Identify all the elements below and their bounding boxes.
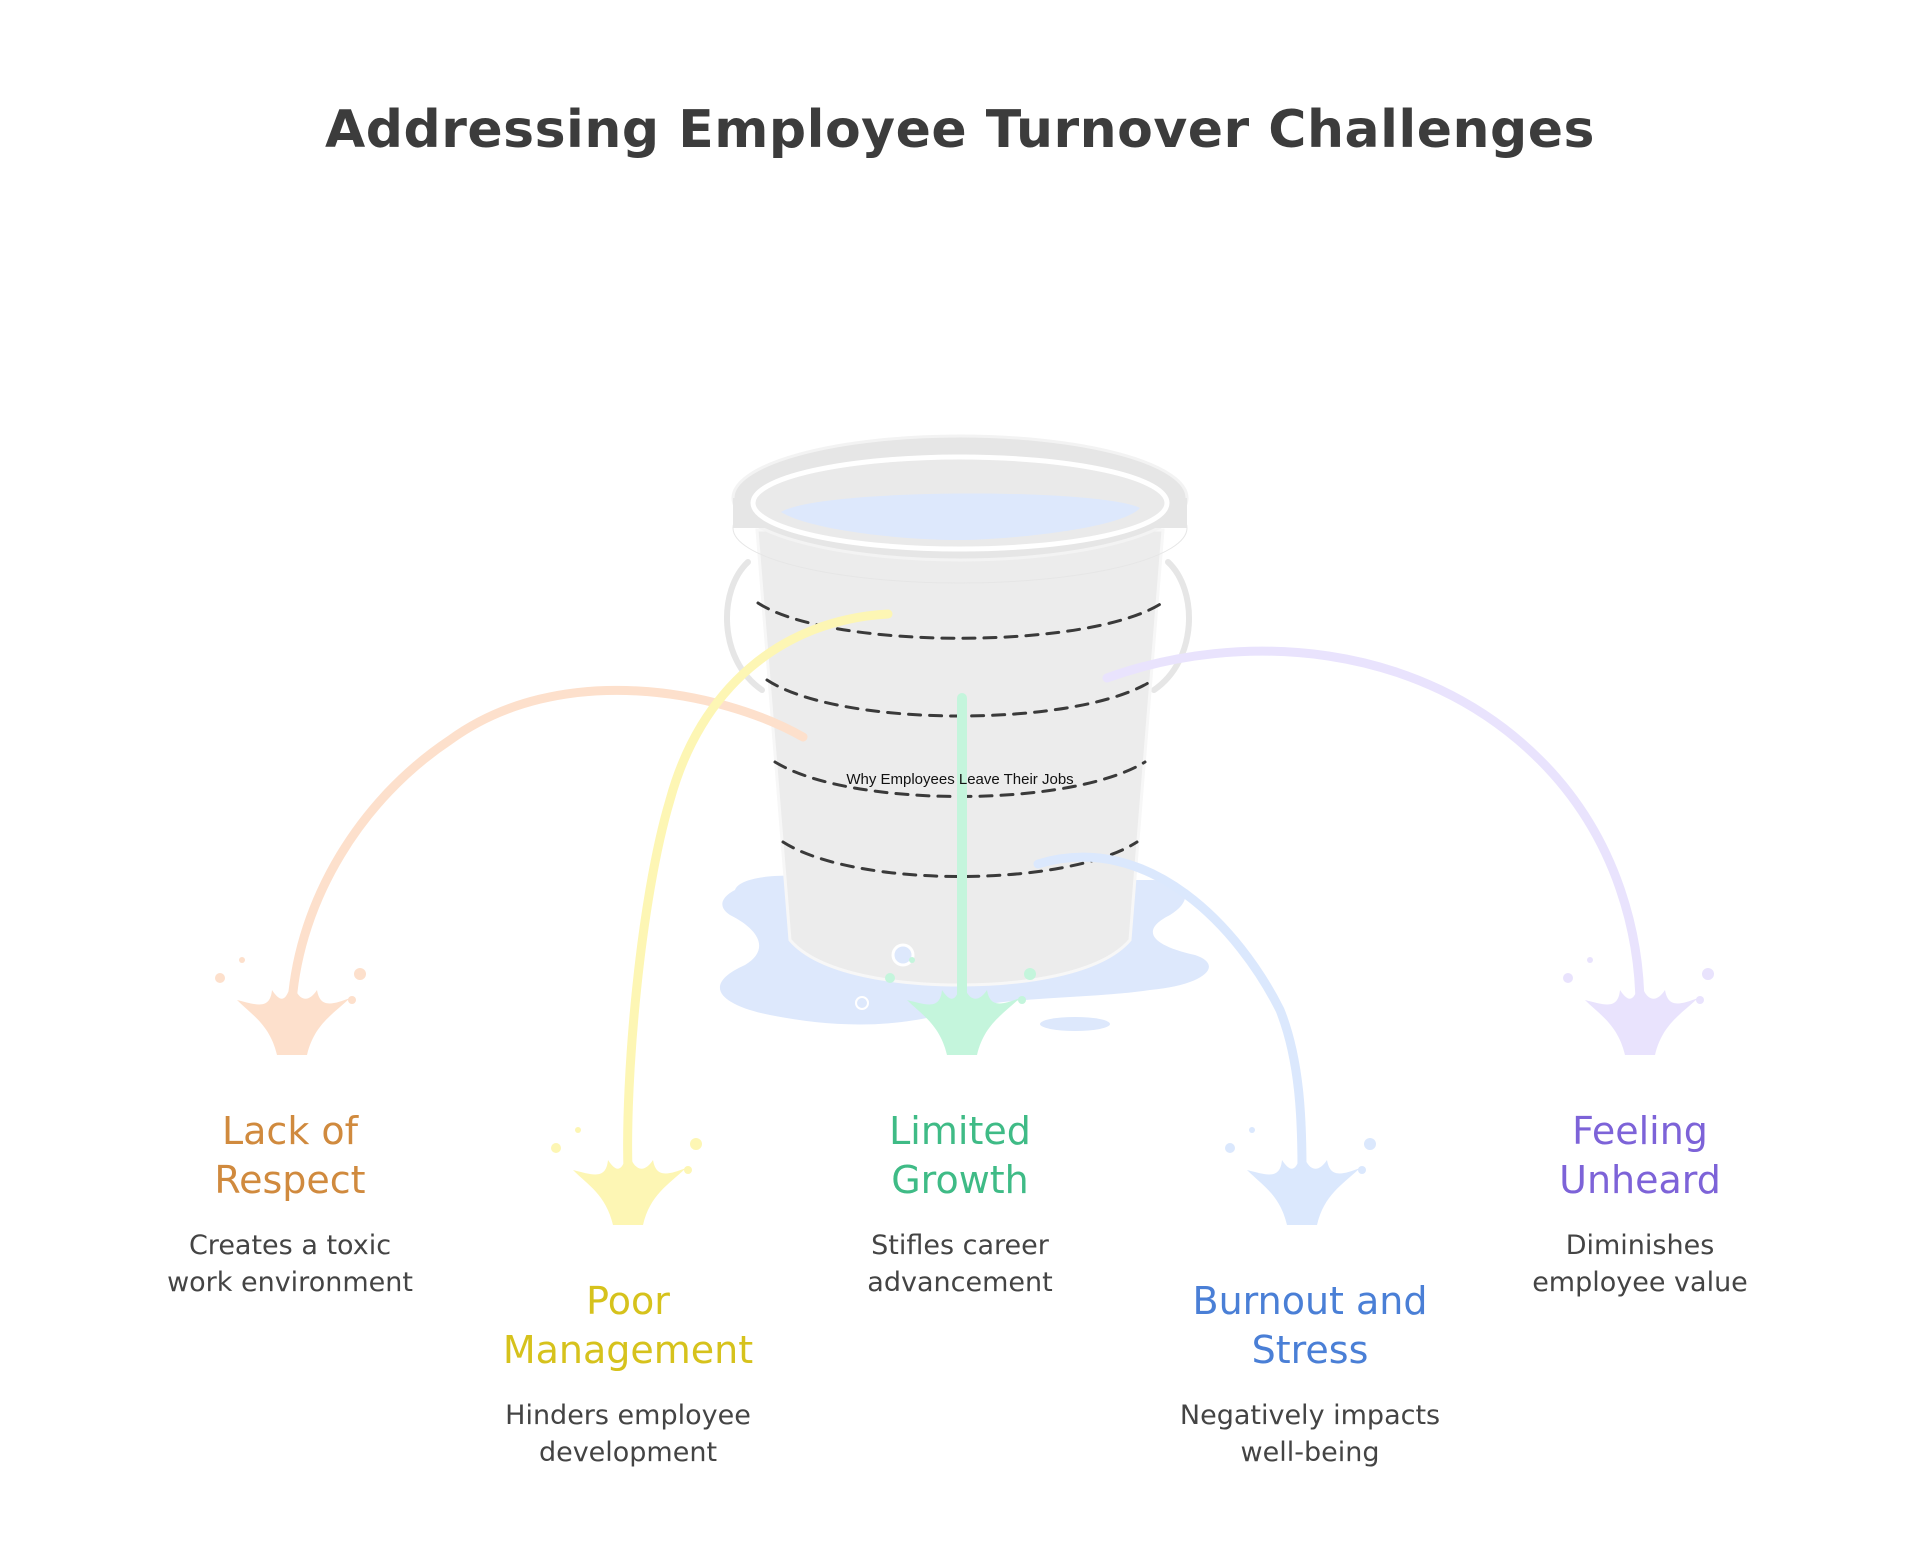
item-description-line: Negatively impacts (1179, 1400, 1441, 1431)
item-title-line: Stress (1251, 1328, 1369, 1372)
item-title: Feeling Unheard (1480, 1107, 1800, 1205)
splash-shape (1585, 980, 1698, 1055)
splash-shape (1247, 1150, 1360, 1225)
item-description-line: Diminishes (1565, 1230, 1715, 1261)
stream-burnout (1033, 852, 1307, 1175)
item-description-line: work environment (167, 1267, 413, 1298)
splash-droplet (690, 1138, 702, 1150)
splash-droplet (1364, 1138, 1376, 1150)
bucket-water (781, 493, 1140, 540)
item-description-line: advancement (867, 1267, 1053, 1298)
item-description: Stifles career advancement (800, 1227, 1120, 1301)
item-limited-growth: Limited Growth Stifles career advancemen… (800, 1107, 1120, 1301)
splash-droplet (348, 996, 356, 1004)
item-description-line: well-being (1240, 1437, 1380, 1468)
splash-droplet (215, 973, 225, 983)
item-description: Hinders employee development (468, 1397, 788, 1471)
bucket-handle (724, 559, 1192, 693)
item-description: Creates a toxic work environment (130, 1227, 450, 1301)
leak-hole (891, 943, 915, 967)
splash-shape (237, 980, 350, 1055)
item-description-line: Hinders employee (505, 1400, 751, 1431)
item-description-line: employee value (1532, 1267, 1748, 1298)
item-description-line: Creates a toxic (188, 1230, 392, 1261)
item-title: Poor Management (468, 1277, 788, 1375)
splash-droplet (684, 1166, 692, 1174)
item-title: Burnout and Stress (1150, 1277, 1470, 1375)
item-description: Negatively impacts well-being (1150, 1397, 1470, 1471)
item-title-line: Lack of (221, 1109, 359, 1153)
splash-shape (907, 980, 1020, 1055)
item-title-line: Feeling (1572, 1109, 1708, 1153)
splashes (215, 957, 1714, 1225)
splash-droplet (1587, 957, 1593, 963)
item-description-line: development (538, 1437, 718, 1468)
stream-lack-of-respect (287, 685, 808, 1007)
item-title-line: Management (502, 1328, 754, 1372)
leak-streams (287, 609, 1645, 1175)
splash-droplet (1702, 968, 1714, 980)
splash-droplet (1696, 996, 1704, 1004)
splash-droplet (1563, 973, 1573, 983)
splash-droplet (551, 1143, 561, 1153)
item-title-line: Unheard (1559, 1158, 1721, 1202)
item-title-line: Burnout and (1192, 1279, 1428, 1323)
page-title: Addressing Employee Turnover Challenges (325, 100, 1595, 160)
splash-droplet (885, 973, 895, 983)
stream-poor-management (623, 609, 893, 1175)
bucket-label: Why Employees Leave Their Jobs (846, 771, 1074, 788)
splash-droplet (1024, 968, 1036, 980)
water-drop (1040, 1017, 1110, 1031)
item-description: Diminishes employee value (1480, 1227, 1800, 1301)
splash-droplet (1358, 1166, 1366, 1174)
item-title-line: Poor (586, 1279, 670, 1323)
splash-droplet (354, 968, 366, 980)
splash-droplet (239, 957, 245, 963)
splash-droplet (1249, 1127, 1255, 1133)
item-title-line: Growth (891, 1158, 1029, 1202)
item-poor-management: Poor Management Hinders employee develop… (468, 1277, 788, 1471)
item-lack-of-respect: Lack of Respect Creates a toxic work env… (130, 1107, 450, 1301)
stream-feeling-unheard (1102, 646, 1645, 1013)
water-droplet (855, 996, 869, 1010)
item-title: Limited Growth (800, 1107, 1120, 1205)
item-title: Lack of Respect (130, 1107, 450, 1205)
item-feeling-unheard: Feeling Unheard Diminishes employee valu… (1480, 1107, 1800, 1301)
item-burnout-and-stress: Burnout and Stress Negatively impacts we… (1150, 1277, 1470, 1471)
splash-droplet (1018, 996, 1026, 1004)
item-title-line: Limited (889, 1109, 1031, 1153)
item-title-line: Respect (214, 1158, 366, 1202)
splash-droplet (1225, 1143, 1235, 1153)
splash-droplet (909, 957, 915, 963)
splash-shape (573, 1150, 686, 1225)
item-description-line: Stifles career (871, 1230, 1049, 1261)
splash-droplet (575, 1127, 581, 1133)
